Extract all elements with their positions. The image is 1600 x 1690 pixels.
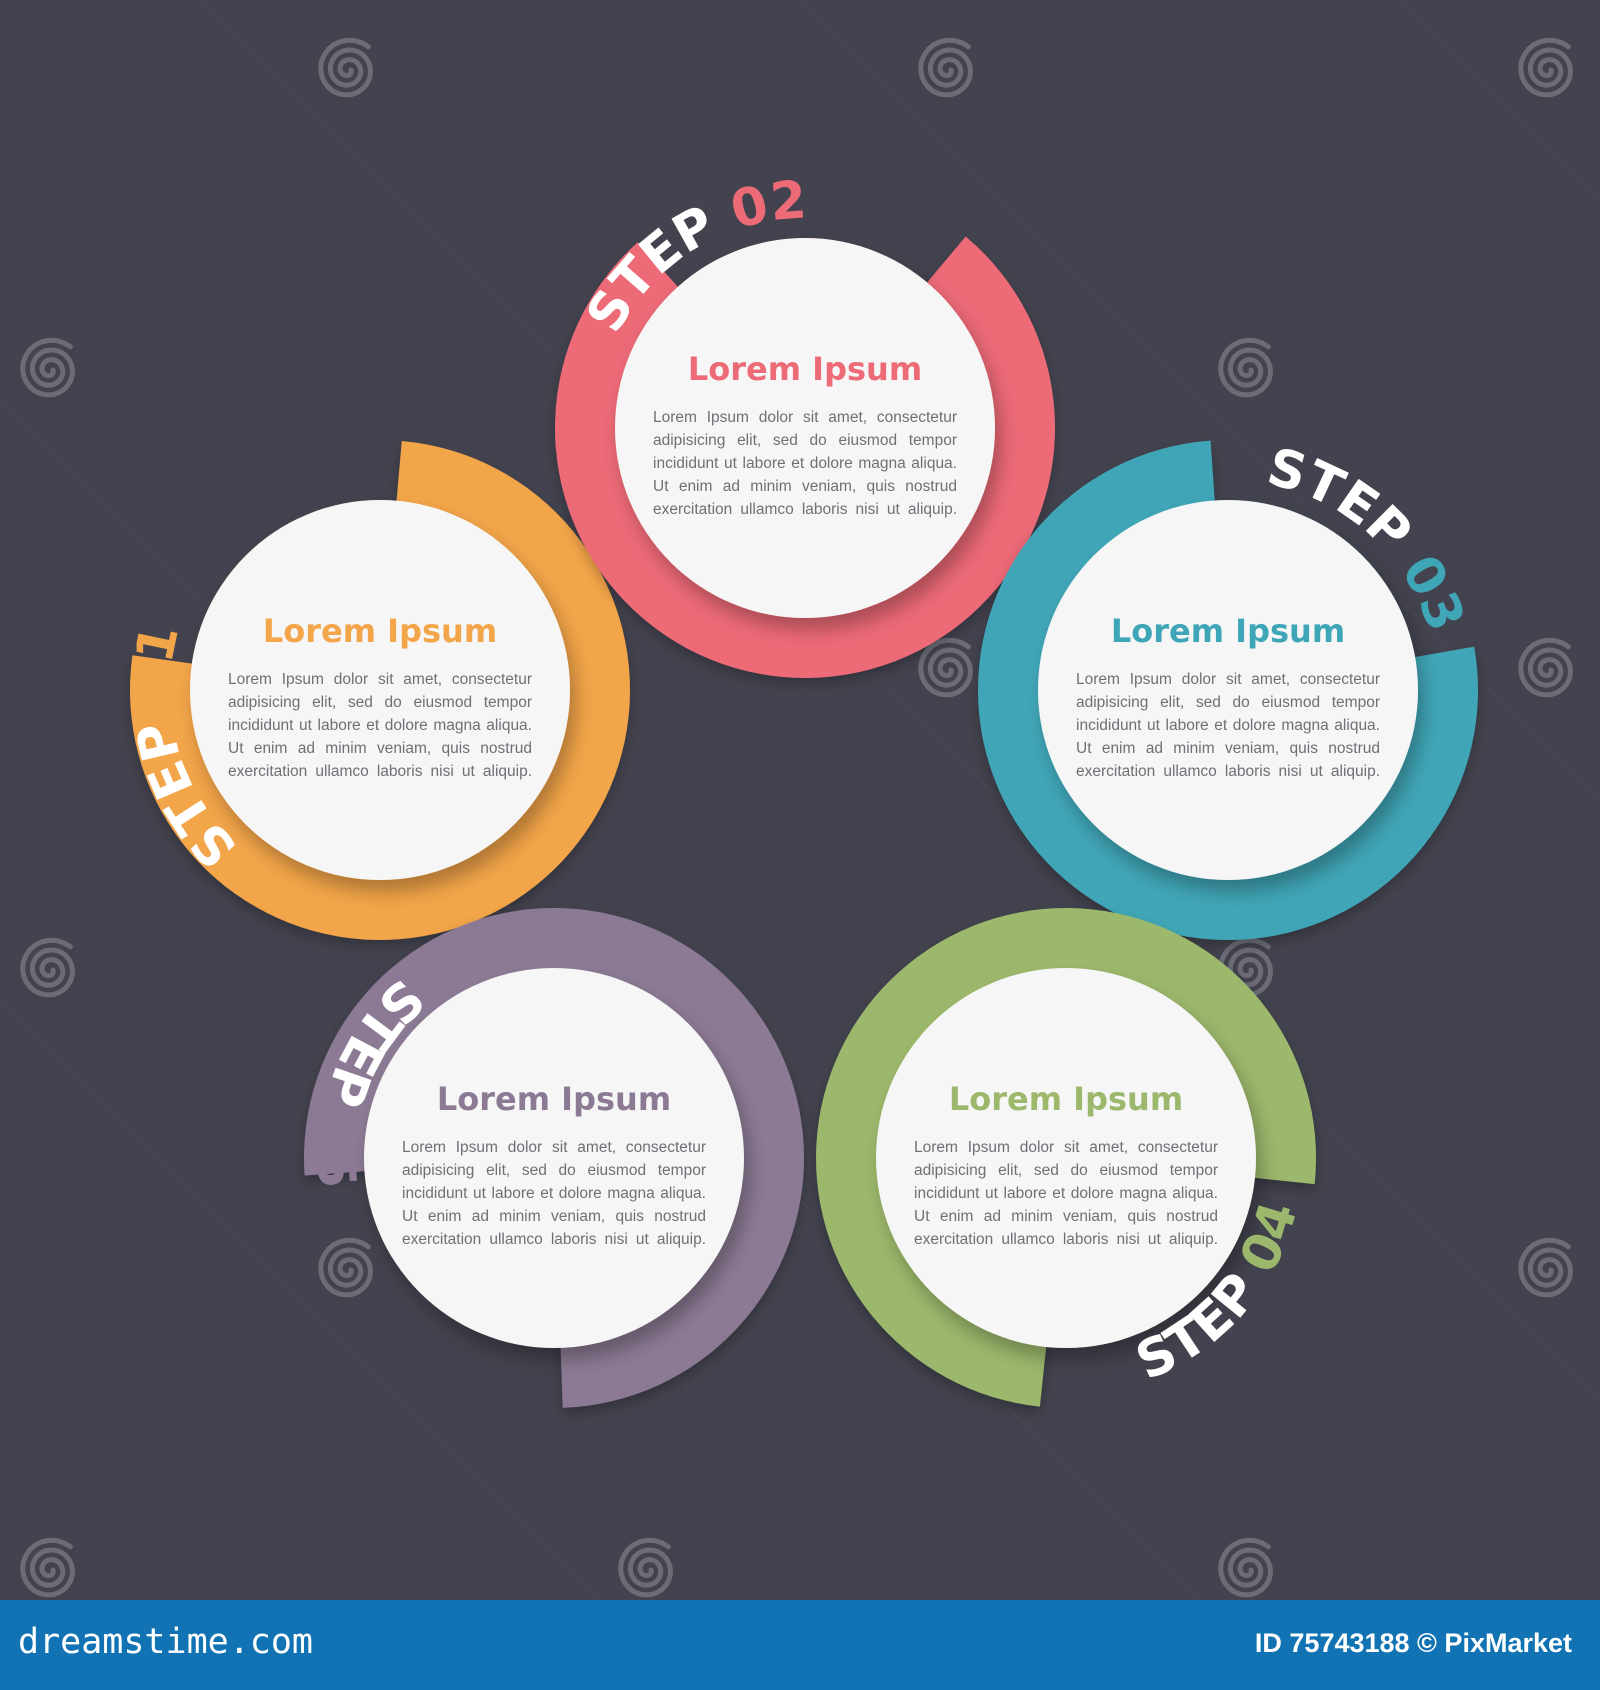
card-body-line: exercitation ullamco laboris nisi ut ali… bbox=[402, 1231, 706, 1248]
card-body-line: Ut enim ad minim veniam, quis nostrud bbox=[228, 740, 532, 757]
card-body-line: Ut enim ad minim veniam, quis nostrud bbox=[402, 1208, 706, 1225]
spiral-icon bbox=[918, 637, 973, 698]
watermark-line bbox=[0, 1299, 301, 1600]
footer-site-name[interactable]: dreamstime.com bbox=[18, 1622, 314, 1662]
card-body-line: exercitation ullamco laboris nisi ut ali… bbox=[1076, 763, 1380, 780]
card-body-line: Lorem Ipsum dolor sit amet, consectetur bbox=[228, 671, 532, 688]
card-body-line: incididunt ut labore et dolore magna ali… bbox=[1076, 717, 1380, 734]
step-card-03 bbox=[1038, 500, 1418, 880]
step-ring-05 bbox=[304, 908, 805, 1408]
card-body-line: adipisicing elit, sed do eiusmod tempor bbox=[402, 1162, 706, 1179]
watermark-line bbox=[0, 999, 601, 1600]
card-body-line: Lorem Ipsum dolor sit amet, consectetur bbox=[653, 409, 957, 426]
card-body-line: adipisicing elit, sed do eiusmod tempor bbox=[1076, 694, 1380, 711]
card-body-line: adipisicing elit, sed do eiusmod tempor bbox=[914, 1162, 1218, 1179]
card-body-line: Ut enim ad minim veniam, quis nostrud bbox=[1076, 740, 1380, 757]
card-body-line: Lorem Ipsum dolor sit amet, consectetur bbox=[1076, 671, 1380, 688]
card-body-line: Ut enim ad minim veniam, quis nostrud bbox=[653, 478, 957, 495]
card-body-line: exercitation ullamco laboris nisi ut ali… bbox=[653, 501, 957, 518]
step-card-04 bbox=[876, 968, 1256, 1348]
watermark-line bbox=[1099, 0, 1600, 501]
card-body-line: adipisicing elit, sed do eiusmod tempor bbox=[653, 432, 957, 449]
spiral-icon bbox=[318, 1237, 373, 1298]
rings-layer bbox=[129, 236, 1478, 1408]
footer-image-id: ID 75743188 © PixMarket bbox=[1254, 1628, 1572, 1658]
card-title: Lorem Ipsum bbox=[948, 1080, 1184, 1118]
spiral-icon bbox=[20, 937, 75, 998]
step-number: 02 bbox=[725, 170, 809, 241]
card-title: Lorem Ipsum bbox=[436, 1080, 672, 1118]
card-body-line: Lorem Ipsum dolor sit amet, consectetur bbox=[402, 1139, 706, 1156]
step-ring-03 bbox=[978, 440, 1478, 940]
card-body-line: exercitation ullamco laboris nisi ut ali… bbox=[914, 1231, 1218, 1248]
footer-bar bbox=[0, 1600, 1600, 1690]
step-card-01 bbox=[190, 500, 570, 880]
spiral-icon bbox=[1218, 337, 1273, 398]
watermark-line bbox=[799, 0, 1600, 801]
spiral-icon bbox=[1218, 1537, 1273, 1598]
spiral-icon bbox=[1518, 1237, 1573, 1298]
card-title: Lorem Ipsum bbox=[687, 350, 923, 388]
step-ring-01 bbox=[129, 440, 630, 940]
step-ring-02 bbox=[555, 236, 1055, 679]
card-body-line: incididunt ut labore et dolore magna ali… bbox=[402, 1185, 706, 1202]
spiral-icon bbox=[20, 1537, 75, 1598]
watermark-line bbox=[0, 0, 1500, 1600]
card-title: Lorem Ipsum bbox=[262, 612, 498, 650]
spiral-icon bbox=[318, 37, 373, 98]
step-ring-04 bbox=[816, 908, 1316, 1407]
card-body-line: exercitation ullamco laboris nisi ut ali… bbox=[228, 763, 532, 780]
spiral-icon bbox=[20, 337, 75, 398]
watermark-line bbox=[199, 0, 1600, 1401]
card-body-line: incididunt ut labore et dolore magna ali… bbox=[653, 455, 957, 472]
spiral-icon bbox=[1518, 637, 1573, 698]
card-body-line: adipisicing elit, sed do eiusmod tempor bbox=[228, 694, 532, 711]
card-body-line: incididunt ut labore et dolore magna ali… bbox=[914, 1185, 1218, 1202]
step-card-05 bbox=[364, 968, 744, 1348]
spiral-icon bbox=[918, 37, 973, 98]
card-title: Lorem Ipsum bbox=[1110, 612, 1346, 650]
card-body-line: incididunt ut labore et dolore magna ali… bbox=[228, 717, 532, 734]
card-body-line: Ut enim ad minim veniam, quis nostrud bbox=[914, 1208, 1218, 1225]
step-card-02 bbox=[615, 238, 995, 618]
spiral-icon bbox=[1518, 37, 1573, 98]
card-body-line: Lorem Ipsum dolor sit amet, consectetur bbox=[914, 1139, 1218, 1156]
spiral-icon bbox=[618, 1537, 673, 1598]
